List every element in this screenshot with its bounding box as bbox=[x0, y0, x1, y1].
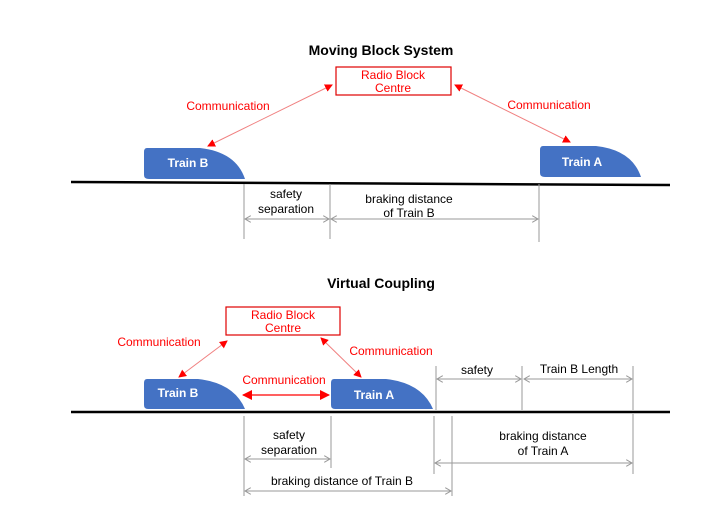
communication-label-between: Communication bbox=[242, 373, 325, 387]
rbc-label-line2: Centre bbox=[375, 81, 411, 95]
communication-label-left: Communication bbox=[117, 335, 200, 349]
track-line bbox=[70, 180, 671, 187]
train-a: Train A bbox=[331, 379, 433, 409]
train-b: Train B bbox=[144, 148, 245, 179]
train-b: Train B bbox=[144, 379, 245, 409]
rbc-label-line2: Centre bbox=[265, 321, 301, 335]
moving-block-title: Moving Block System bbox=[309, 42, 454, 58]
rbc-label-line1: Radio Block bbox=[251, 308, 316, 322]
virtual-coupling-section: Virtual Coupling Radio Block Centre Comm… bbox=[71, 275, 670, 496]
communication-arrow-right bbox=[454, 84, 571, 143]
train-a-label: Train A bbox=[354, 388, 395, 402]
moving-block-section: Moving Block System Radio Block Centre C… bbox=[70, 42, 671, 242]
train-b-label: Train B bbox=[158, 386, 199, 400]
rbc-box: Radio Block Centre bbox=[335, 66, 452, 96]
train-a-label: Train A bbox=[562, 155, 603, 169]
train-a: Train A bbox=[540, 146, 641, 177]
communication-arrow-left bbox=[207, 84, 333, 147]
safety-top-label: safety bbox=[461, 363, 493, 377]
communication-arrow-left bbox=[178, 340, 228, 378]
communication-label-right: Communication bbox=[349, 344, 432, 358]
braking-label-line1: braking distance bbox=[365, 192, 453, 206]
braking-a-label-line1: braking distance bbox=[499, 429, 587, 443]
safety-label-line1: safety bbox=[270, 187, 302, 201]
communication-label-left: Communication bbox=[186, 99, 269, 113]
braking-b-label: braking distance of Train B bbox=[271, 474, 413, 488]
train-b-label: Train B bbox=[168, 156, 209, 170]
braking-label-line2: of Train B bbox=[383, 206, 434, 220]
rbc-label-line1: Radio Block bbox=[361, 68, 426, 82]
safety-label-line2: separation bbox=[261, 443, 317, 457]
safety-label-line2: separation bbox=[258, 202, 314, 216]
safety-label-line1: safety bbox=[273, 428, 305, 442]
rbc-box: Radio Block Centre bbox=[225, 306, 341, 336]
train-b-length-label: Train B Length bbox=[540, 362, 618, 376]
braking-a-label-line2: of Train A bbox=[518, 444, 569, 458]
communication-label-right: Communication bbox=[507, 98, 590, 112]
virtual-coupling-title: Virtual Coupling bbox=[327, 275, 435, 291]
communication-arrow-right bbox=[320, 337, 362, 378]
